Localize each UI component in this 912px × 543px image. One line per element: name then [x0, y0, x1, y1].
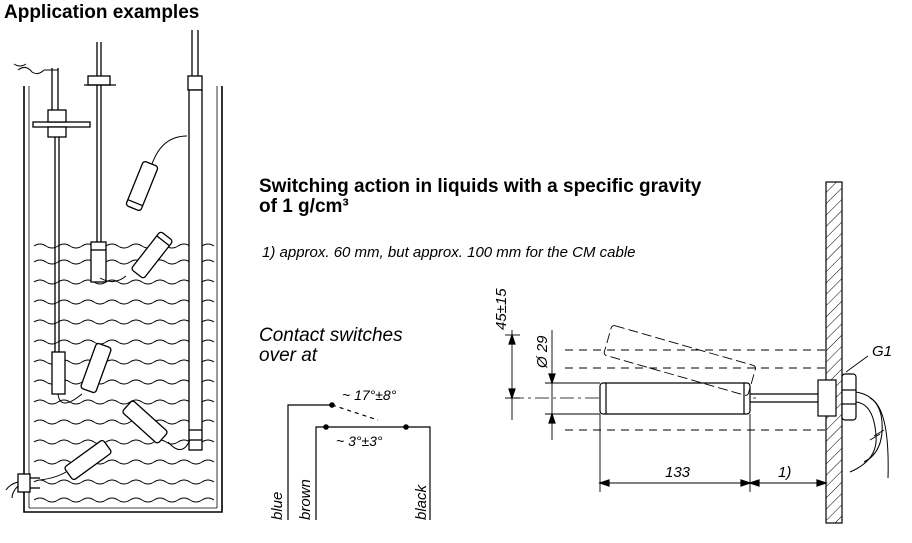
- float-switch-upper: [125, 161, 159, 211]
- tank-application-drawing: [5, 30, 223, 513]
- float-switch-lower-right: [122, 400, 168, 444]
- length-label: 133: [665, 464, 691, 481]
- switching-action-heading: Switching action in liquids with a speci…: [259, 177, 701, 217]
- wire-label-black: black: [413, 483, 430, 520]
- right-mounting-pipe: [187, 30, 203, 451]
- hatched-wall: [825, 181, 843, 524]
- switching-action-heading-line1: Switching action in liquids with a speci…: [259, 176, 702, 197]
- application-examples-heading: Application examples: [4, 2, 200, 23]
- float-switch-bottom: [64, 439, 112, 481]
- note-ref-label: 1): [778, 464, 791, 481]
- wire-label-brown: brown: [297, 479, 314, 520]
- side-mount-dimension-drawing: [505, 181, 889, 524]
- diameter-label: Ø 29: [534, 335, 551, 369]
- upper-contact-wire: [287, 404, 330, 520]
- angle-upper-label: ~ 17°±8°: [342, 387, 397, 403]
- cable-length-footnote: 1) approx. 60 mm, but approx. 100 mm for…: [262, 244, 636, 261]
- mounting-flange: [32, 121, 91, 128]
- tank-wall: [23, 86, 223, 513]
- contact-caption-line2: over at: [259, 345, 318, 366]
- lower-contact-wire: [315, 426, 324, 520]
- switching-action-heading-line2: of 1 g/cm³: [259, 196, 349, 217]
- contact-switches-caption: Contact switches over at: [259, 326, 403, 366]
- float-switch-lower-left: [80, 342, 112, 394]
- float-cylinder: [599, 382, 751, 415]
- height-offset-label: 45±15: [493, 288, 510, 330]
- left-mounting-pipe: [13, 63, 91, 352]
- thread-label: G1: [872, 343, 892, 360]
- g1-thread-fitting: [817, 379, 837, 417]
- middle-mounting-pipe: [84, 42, 116, 283]
- wire-label-blue: blue: [269, 492, 286, 520]
- contact-switch-schematic: [287, 402, 431, 520]
- float-switch-hanging: [90, 241, 107, 283]
- angle-lower-label: ~ 3°±3°: [336, 433, 383, 449]
- side-mounted-switch: [5, 471, 67, 499]
- float-switch-mid: [131, 231, 173, 279]
- contact-caption-line1: Contact switches: [259, 325, 403, 346]
